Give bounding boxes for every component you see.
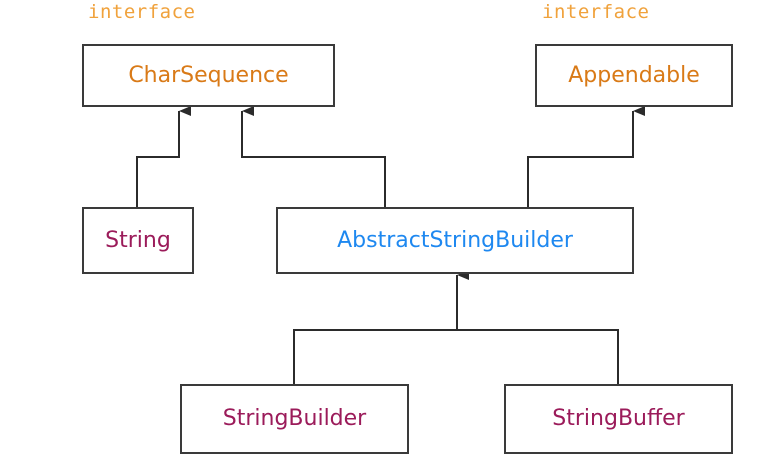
edge-stringbuilder-to-abstractstringbuilder xyxy=(293,270,469,385)
string-buffer-class-box: StringBuffer xyxy=(504,384,733,454)
appendable-interface-box: Appendable xyxy=(535,44,733,107)
edge-abstractstringbuilder-to-charsequence xyxy=(241,106,386,208)
string-builder-class-box: StringBuilder xyxy=(180,384,409,454)
string-class-box: String xyxy=(82,207,194,274)
edge-string-to-charsequence xyxy=(136,106,191,208)
abstract-string-builder-class-box: AbstractStringBuilder xyxy=(276,207,634,274)
edge-abstractstringbuilder-to-appendable xyxy=(527,106,645,208)
charsequence-stereotype-label: interface xyxy=(88,1,196,23)
charsequence-interface-box: CharSequence xyxy=(82,44,335,107)
edge-stringbuffer-to-abstractstringbuilder xyxy=(457,329,619,385)
appendable-stereotype-label: interface xyxy=(542,1,650,23)
